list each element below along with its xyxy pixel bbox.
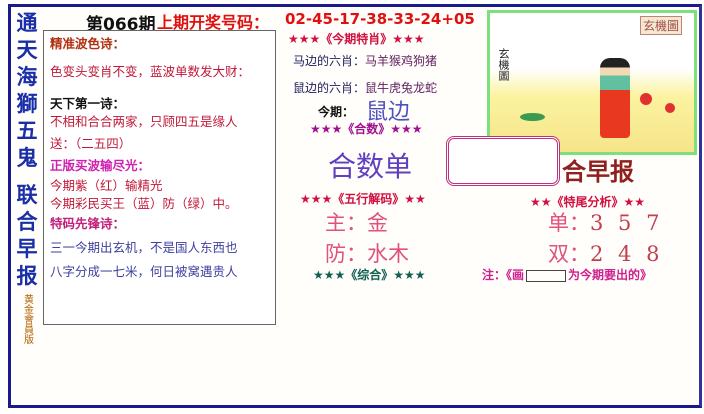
poem-title: 特码先锋诗： xyxy=(50,216,126,231)
horse-side-row: 马边的六肖：马羊猴鸡狗猪 xyxy=(293,52,437,69)
wuxing-main-row: 主：金 xyxy=(325,207,388,237)
wuxing-guard-label: 防： xyxy=(325,242,367,266)
this-issue-value: 鼠边 xyxy=(366,100,411,125)
side-title-char: 海 xyxy=(16,65,38,89)
poems-box: 精准波色诗： 色变头变肖不变，蓝波单数发大财： 天下第一诗： 不相和合合两家，只… xyxy=(43,30,276,325)
illustration-picture: 玄機圖 玄機圖 xyxy=(487,10,697,155)
wuxing-main-value: 金 xyxy=(367,211,388,235)
flower-icon xyxy=(640,93,652,105)
brand-title: 合早报 xyxy=(562,157,634,186)
poem-title: 天下第一诗： xyxy=(50,96,126,111)
lady-figure-icon xyxy=(600,58,630,138)
horse-side-label: 马边的六肖： xyxy=(293,54,366,68)
rat-side-value: 鼠牛虎兔龙蛇 xyxy=(365,81,438,95)
poem-title: 精准波色诗： xyxy=(50,36,126,51)
heshu-value: 合数单 xyxy=(328,150,413,183)
zonghe-header: ★★★《综合》★★★ xyxy=(313,268,426,282)
wuxing-guard-value: 水木 xyxy=(367,242,409,266)
horse-side-value: 马羊猴鸡狗猪 xyxy=(365,54,438,68)
side-title-char: 鬼 xyxy=(16,146,38,170)
picture-stamp: 玄機圖 xyxy=(640,16,683,35)
last-draw-label: 上期开奖号码： xyxy=(157,13,270,32)
side-title: 通 天 海 獅 五 鬼 联 合 早 报 黄金會員版 xyxy=(12,10,42,344)
tail-odd-label: 单： xyxy=(548,211,590,235)
note-prefix: 注：《画 xyxy=(482,268,525,282)
pink-frame-box xyxy=(446,136,560,186)
heshu-header: ★★★《合数》★★★ xyxy=(310,122,423,136)
side-title-char: 合 xyxy=(16,210,38,234)
side-title-char: 早 xyxy=(16,237,38,261)
poem-line: 今期紫（红）输精光 xyxy=(50,178,163,193)
tail-even-row: 双：2 4 8 xyxy=(548,238,663,268)
wuxing-guard-row: 防：水木 xyxy=(325,238,409,268)
this-issue-label: 今期： xyxy=(318,105,355,119)
picture-side-text: 玄機圖 xyxy=(497,48,510,81)
side-title-char: 獅 xyxy=(16,92,38,116)
tail-odd-value: 3 5 7 xyxy=(590,211,664,235)
tail-odd-row: 单：3 5 7 xyxy=(548,207,663,237)
note-row: 注：《画 为今期要出的》 xyxy=(482,266,652,283)
side-title-char: 报 xyxy=(16,264,38,288)
poem-line: 色变头变肖不变，蓝波单数发大财： xyxy=(50,64,251,79)
side-title-char: 通 xyxy=(16,11,38,35)
edition-label: 黄金會員版 xyxy=(21,294,33,344)
poem-title: 正版买波输尽光： xyxy=(50,158,151,173)
zodiac-header: ★★★《今期特肖》★★★ xyxy=(288,32,425,46)
wuxing-header: ★★★《五行解码》★★ xyxy=(300,192,426,206)
note-box xyxy=(526,269,567,282)
side-title-char: 五 xyxy=(16,119,38,143)
tail-header: ★★《特尾分析》★★ xyxy=(530,195,646,209)
rat-side-row: 鼠边的六肖：鼠牛虎兔龙蛇 xyxy=(293,79,437,96)
note-suffix: 为今期要出的》 xyxy=(568,268,653,282)
poem-line: 送：（二五四） xyxy=(50,136,132,151)
rat-side-label: 鼠边的六肖： xyxy=(293,81,366,95)
poem-line: 今期彩民买王（蓝）防（绿）中。 xyxy=(50,196,238,211)
tail-even-label: 双： xyxy=(548,242,590,266)
grass-icon xyxy=(520,113,545,121)
tail-even-value: 2 4 8 xyxy=(590,242,664,266)
poem-line: 八字分成一七米，何日被窝遇贵人 xyxy=(50,264,238,279)
side-title-char: 联 xyxy=(16,183,38,207)
flower-icon xyxy=(665,103,675,113)
last-draw-numbers: 02-45-17-38-33-24+05 xyxy=(285,10,475,28)
poem-line: 三一今期出玄机，不是国人东西也 xyxy=(50,240,238,255)
wuxing-main-label: 主： xyxy=(325,211,367,235)
poem-line: 不相和合合两家，只顾四五是缘人 xyxy=(50,114,238,129)
side-title-char: 天 xyxy=(16,38,38,62)
